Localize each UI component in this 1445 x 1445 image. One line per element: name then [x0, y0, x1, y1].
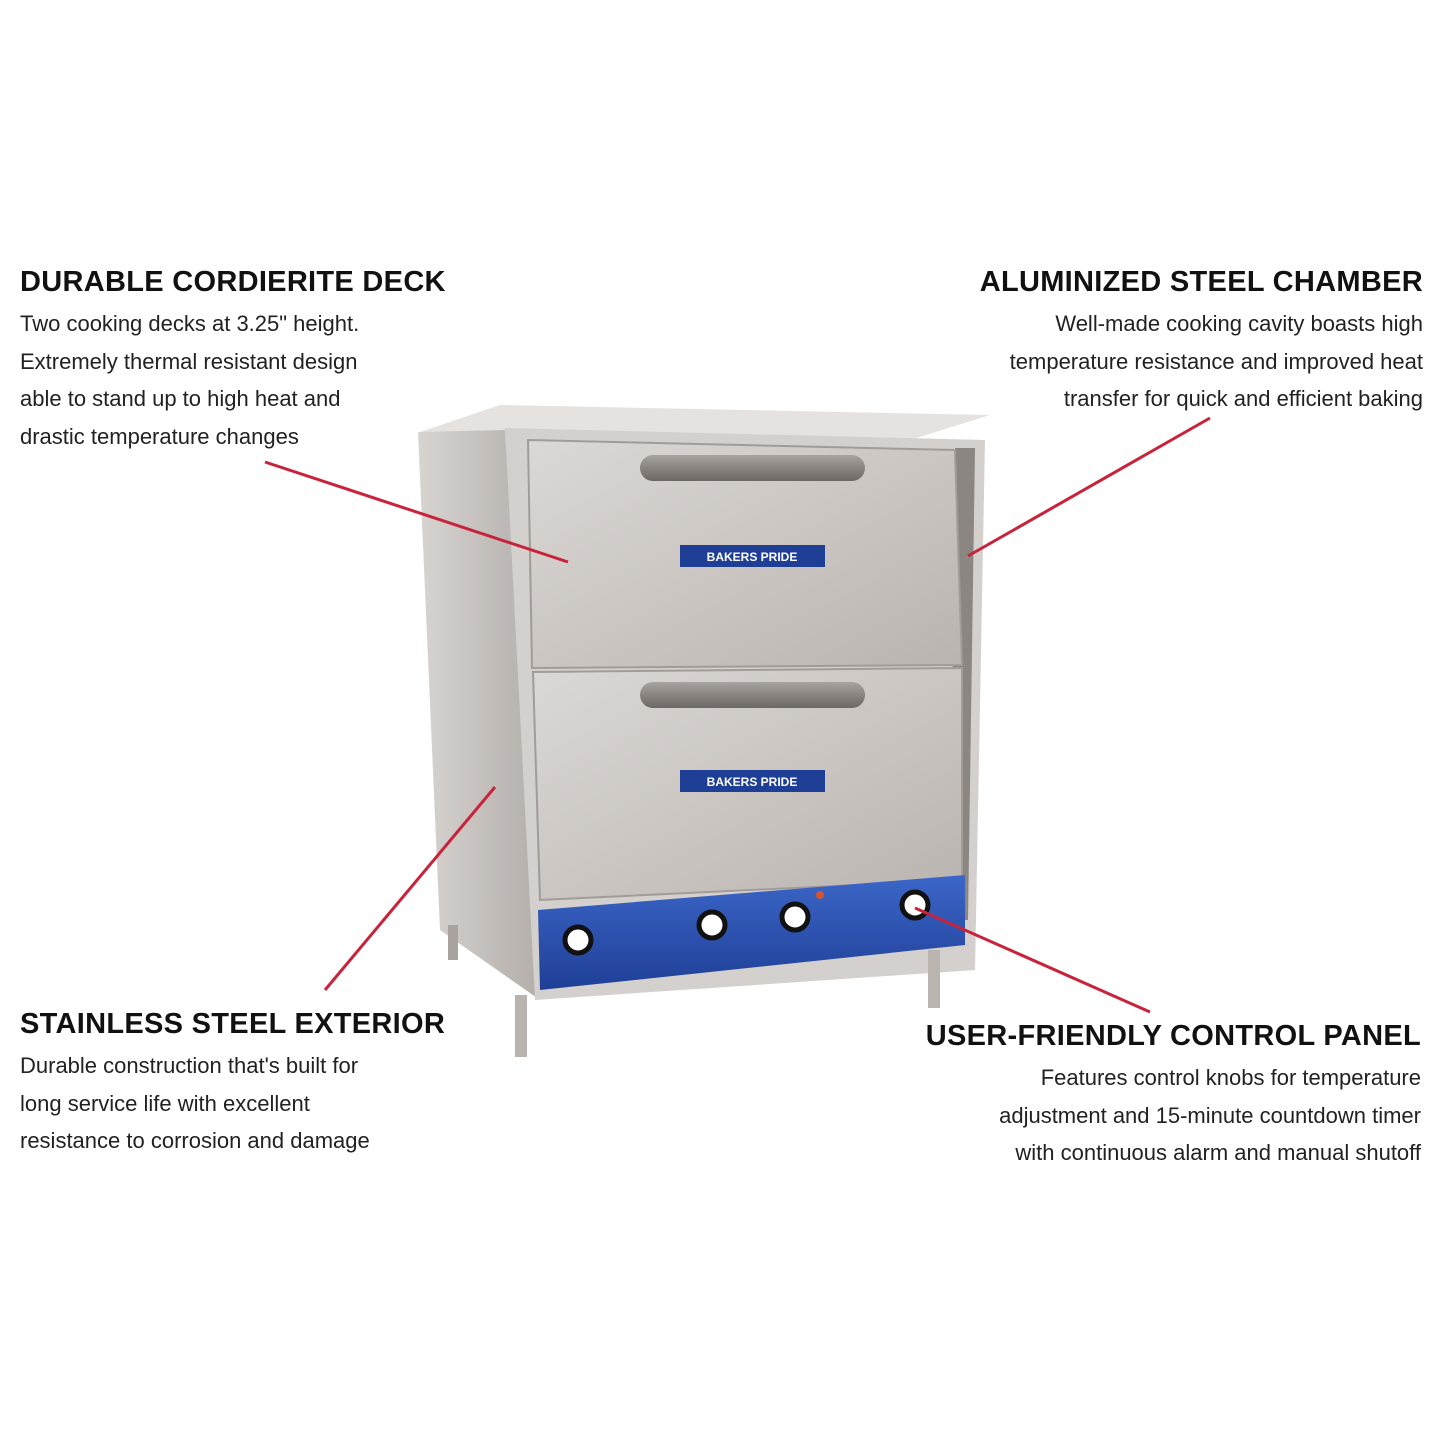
feature-description: Features control knobs for temperature a…	[926, 1059, 1421, 1172]
description-line: Well-made cooking cavity boasts high	[1055, 311, 1423, 336]
feature-title: USER-FRIENDLY CONTROL PANEL	[925, 1020, 1421, 1052]
callout-line-exterior	[323, 786, 497, 991]
description-line: able to stand up to high heat and	[20, 386, 341, 411]
leg-front-right	[928, 950, 940, 1008]
description-line: transfer for quick and efficient baking	[1063, 386, 1423, 411]
oven-left-side	[418, 430, 540, 1000]
feature-description: Durable construction that's built for lo…	[20, 1047, 445, 1160]
feature-description: Two cooking decks at 3.25" height. Extre…	[20, 305, 446, 455]
feature-cordierite-deck: DURABLE CORDIERITE DECK Two cooking deck…	[20, 266, 446, 455]
description-line: Features control knobs for temperature	[1040, 1065, 1421, 1090]
knob-1	[562, 924, 594, 956]
control-knobs	[562, 889, 931, 956]
description-line: resistance to corrosion and damage	[20, 1128, 370, 1153]
callout-lines	[264, 416, 1211, 1014]
top-door-handle	[640, 455, 865, 481]
callout-line-panel	[914, 906, 1151, 1014]
bottom-door-handle	[640, 682, 865, 708]
description-line: Durable construction that's built for	[20, 1053, 359, 1078]
description-line: long service life with excellent	[20, 1090, 310, 1116]
bottom-brand-label: BAKERS PRIDE	[707, 775, 798, 789]
feature-title: ALUMINIZED STEEL CHAMBER	[979, 266, 1423, 298]
description-line: Extremely thermal resistant design	[20, 348, 358, 374]
feature-control-panel: USER-FRIENDLY CONTROL PANEL Features con…	[926, 1020, 1421, 1172]
feature-title: DURABLE CORDIERITE DECK	[20, 266, 446, 298]
top-brand-label: BAKERS PRIDE	[707, 550, 798, 564]
knob-2	[696, 909, 728, 941]
leg-back-left	[448, 925, 458, 960]
indicator-light	[816, 891, 824, 899]
feature-description: Well-made cooking cavity boasts high tem…	[980, 305, 1423, 418]
knob-4	[899, 889, 931, 921]
description-line: drastic temperature changes	[20, 423, 299, 449]
description-line: temperature resistance and improved heat	[1009, 348, 1423, 374]
feature-stainless-exterior: STAINLESS STEEL EXTERIOR Durable constru…	[20, 1008, 445, 1160]
feature-aluminized-chamber: ALUMINIZED STEEL CHAMBER Well-made cooki…	[980, 266, 1423, 418]
leg-front-left	[515, 995, 527, 1057]
description-line: adjustment and 15-minute countdown timer	[999, 1102, 1421, 1128]
description-line: Two cooking decks at 3.25" height.	[20, 311, 360, 336]
top-brand-plate	[680, 545, 825, 567]
callout-line-deck	[264, 460, 569, 564]
description-line: with continuous alarm and manual shutoff	[1015, 1140, 1421, 1165]
feature-title: STAINLESS STEEL EXTERIOR	[20, 1008, 446, 1040]
bottom-brand-plate	[680, 770, 825, 792]
knob-3	[779, 901, 811, 933]
control-panel	[538, 875, 965, 990]
callout-line-chamber	[967, 416, 1211, 558]
